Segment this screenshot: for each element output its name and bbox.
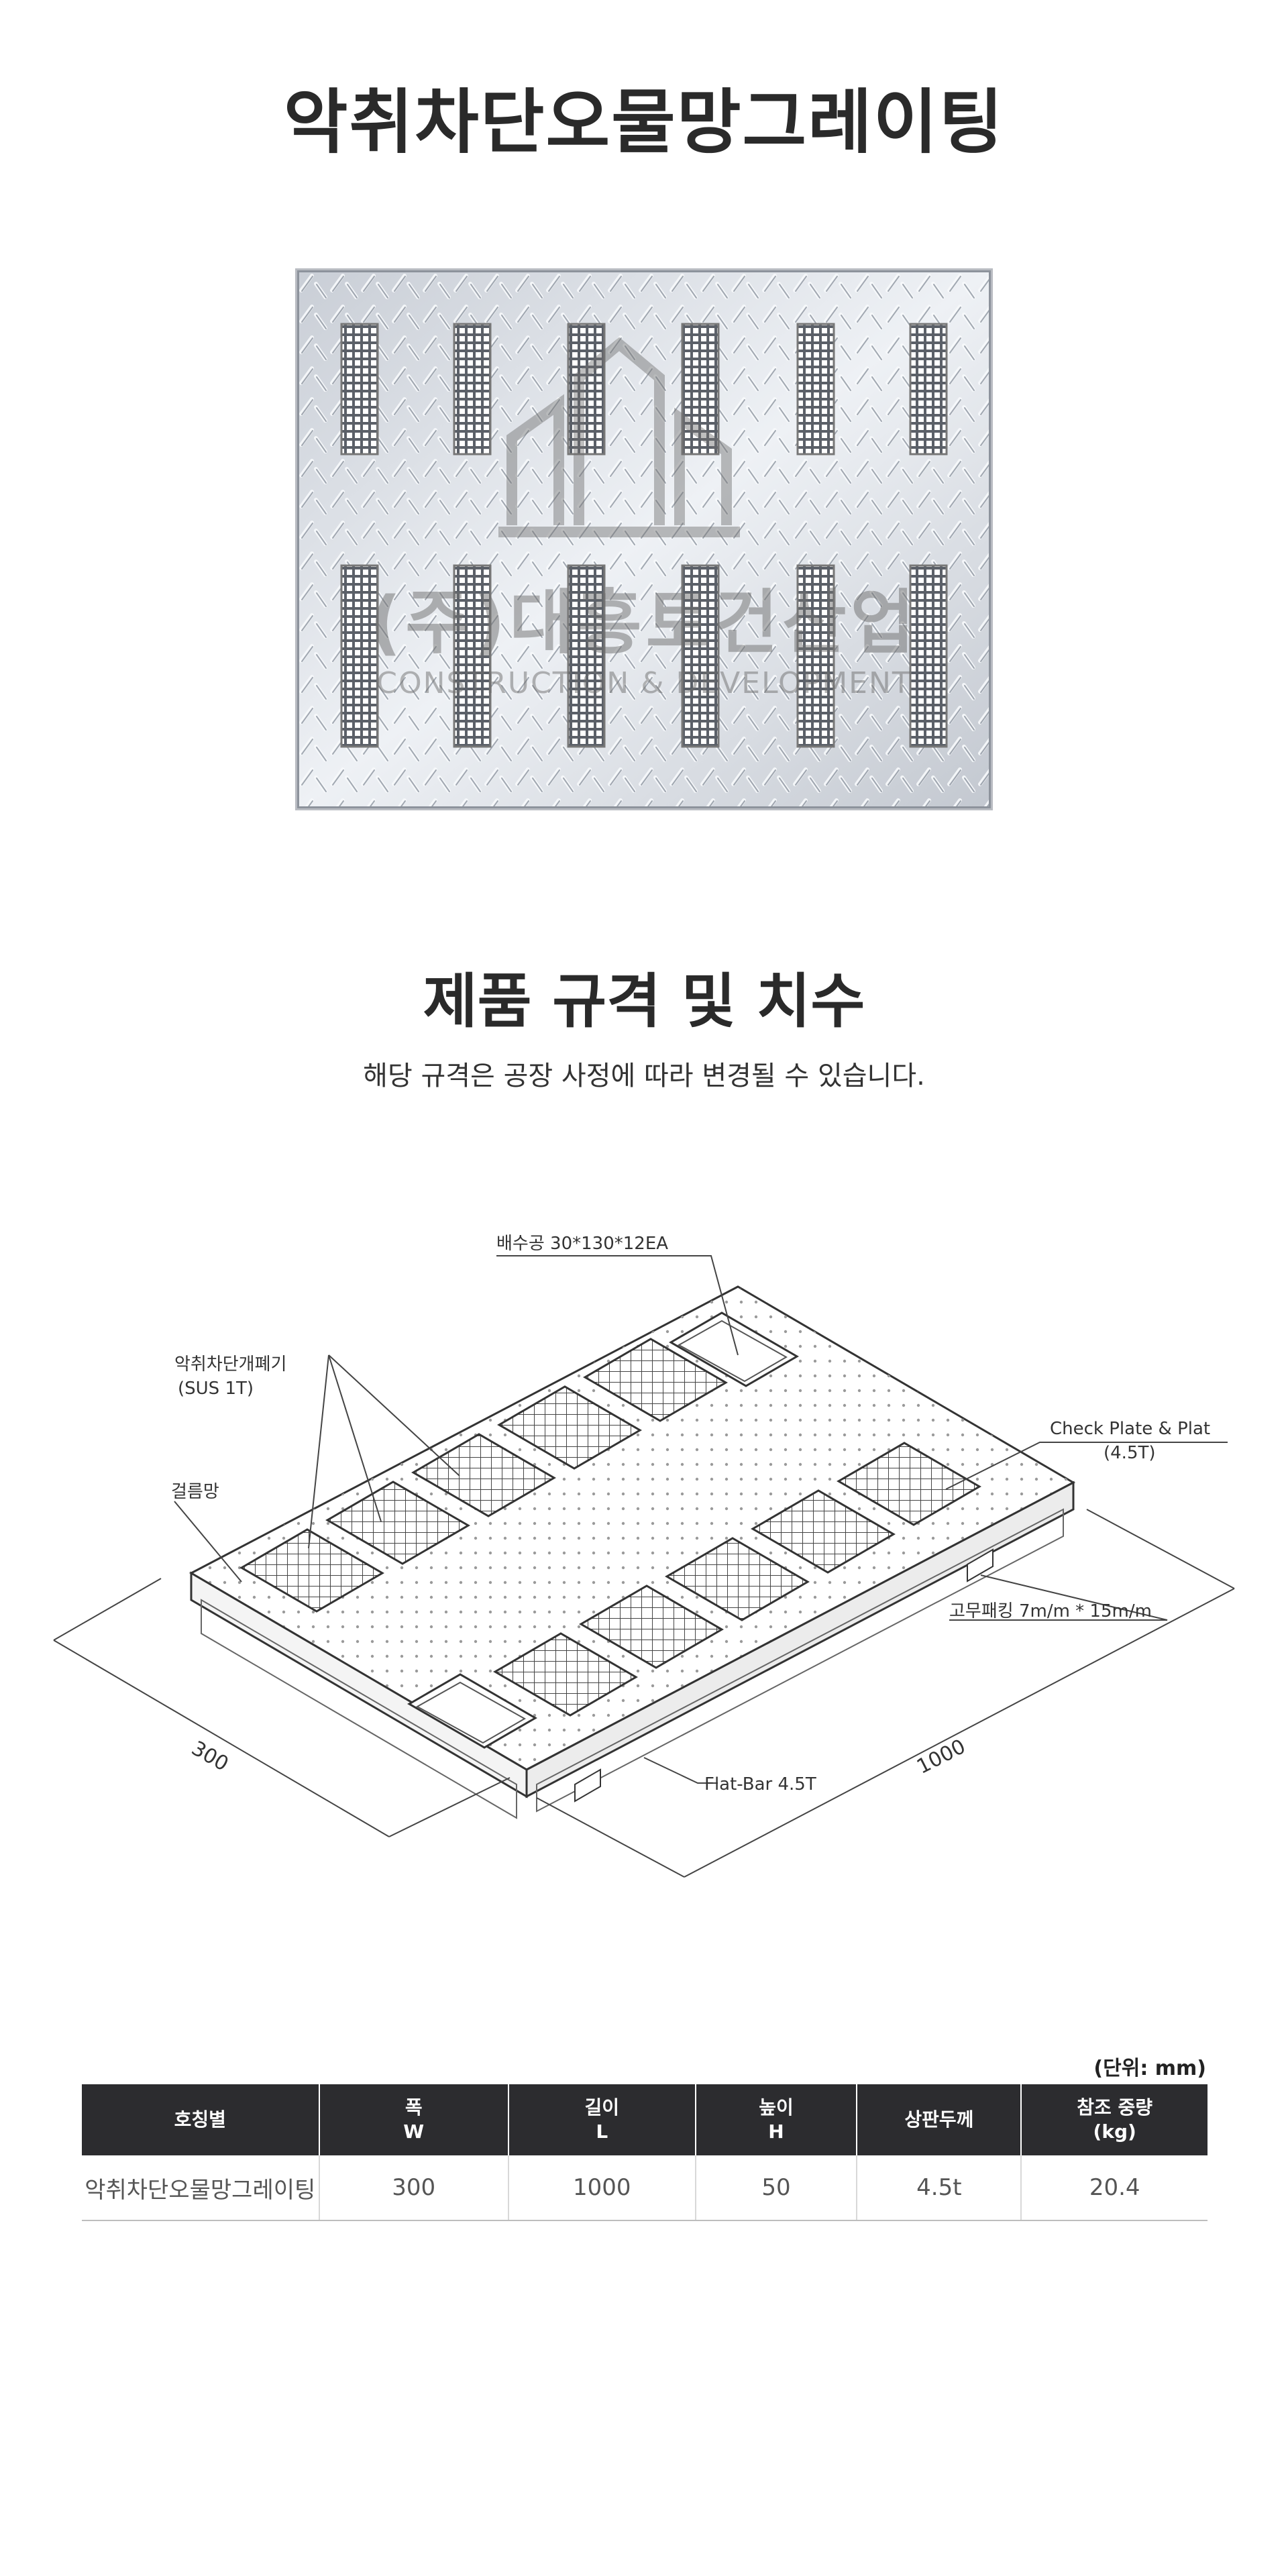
grating-photo-illustration [297,270,991,808]
mesh-panels [239,1338,981,1717]
dimension-lines [53,1509,1235,1878]
label-odor-blocker: 악취차단개폐기 [174,1354,286,1375]
table-row: 악취차단오물망그레이팅 300 1000 50 4.5t 20.4 [82,2155,1208,2221]
slot-row-bottom [340,564,948,748]
label-filter-mesh: 걸름망 [171,1482,219,1502]
label-check-plate: Check Plate & Plat [1050,1419,1210,1439]
dimension-length: 1000 [913,1735,969,1779]
cell-length: 1000 [507,2155,696,2221]
cell-name: 악취차단오물망그레이팅 [82,2155,319,2221]
slot-row-top [340,323,948,455]
page-title: 악취차단오물망그레이팅 [283,81,1005,163]
watermark-logo [498,337,740,537]
label-rubber-packing: 고무패킹 7m/m * 15m/m [949,1601,1152,1621]
header-weight: 참조 중량(kg) [1020,2084,1208,2155]
leader-lines [174,1255,1228,1784]
label-flat-bar: Flat-Bar 4.5T [704,1774,816,1794]
spec-note: 해당 규격은 공장 사정에 따라 변경될 수 있습니다. [363,1061,925,1091]
product-photo: (주)대흥토건산업 CONSTRUCTION & DEVELOPMENT [295,268,993,810]
grating-dimension-drawing: 300 1000 배수공 30*130*12EA 악취차단개폐기 (SUS 1T… [53,1234,1235,1878]
cell-weight: 20.4 [1020,2155,1208,2221]
cell-thickness: 4.5t [856,2155,1022,2221]
label-drain-hole: 배수공 30*130*12EA [496,1234,668,1254]
flat-bar-tab [574,1768,601,1803]
cell-height: 50 [694,2155,857,2221]
rubber-packing-tab [967,1548,994,1582]
label-check-plate-spec: (4.5T) [1104,1443,1156,1463]
cell-width: 300 [318,2155,508,2221]
label-odor-blocker-spec: (SUS 1T) [178,1379,254,1399]
header-top-thickness: 상판두께 [856,2084,1022,2155]
drain-holes [407,1311,799,1749]
dimension-width: 300 [187,1737,232,1776]
unit-label: (단위: mm) [1093,2057,1206,2080]
spec-heading: 제품 규격 및 치수 [423,967,865,1036]
plate-body [189,1285,1076,1819]
header-name: 호칭별 [82,2084,319,2155]
